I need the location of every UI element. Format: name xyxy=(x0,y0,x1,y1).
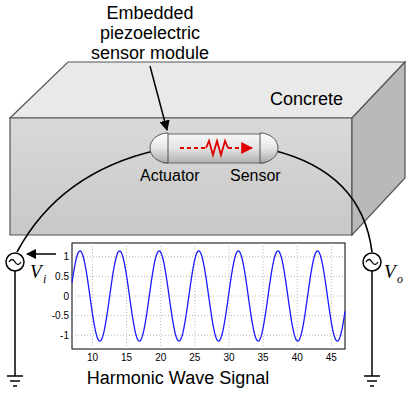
plot-title: Harmonic Wave Signal xyxy=(87,369,269,389)
top-face xyxy=(10,62,405,118)
module-label: Embedded piezoelectric sensor module xyxy=(75,4,225,63)
sensor-module xyxy=(150,133,278,163)
part-label: Actuator xyxy=(140,167,200,185)
block-label: Concrete xyxy=(270,90,343,110)
tick-label: 40 xyxy=(292,352,303,363)
tick-label: -0.5 xyxy=(52,310,69,321)
tick-label: 35 xyxy=(258,352,269,363)
tick-label: 25 xyxy=(189,352,200,363)
tick-label: 10 xyxy=(87,352,98,363)
signal-name: V xyxy=(384,262,396,283)
tick-label: 1 xyxy=(63,251,69,262)
tick-label: 45 xyxy=(326,352,337,363)
signal-subscript: o xyxy=(397,273,403,286)
part-label: Sensor xyxy=(230,167,281,185)
concrete-block: Concrete xyxy=(8,60,408,238)
output-source xyxy=(363,253,381,376)
side-face xyxy=(352,62,405,235)
leader-line xyxy=(150,66,167,130)
tick-label: 0 xyxy=(63,291,69,302)
tick-label: 0.5 xyxy=(55,271,69,282)
actuator-wire xyxy=(17,150,158,252)
ground-symbol xyxy=(7,376,23,386)
signal-subscript: i xyxy=(43,273,46,286)
signal-name: V xyxy=(30,262,42,283)
tick-label: 30 xyxy=(223,352,234,363)
sine-wave xyxy=(72,251,345,341)
front-face xyxy=(10,118,352,235)
sensor-cap xyxy=(260,133,278,163)
actuator-cap xyxy=(150,133,168,163)
sensor-wire xyxy=(272,150,372,252)
wave-plot xyxy=(72,243,345,349)
ground-symbol xyxy=(364,376,380,386)
input-arrow xyxy=(27,253,56,255)
tick-label: 20 xyxy=(155,352,166,363)
tick-label: -1 xyxy=(60,330,69,341)
input-source xyxy=(6,253,24,376)
illustration xyxy=(8,60,408,238)
tick-label: 15 xyxy=(121,352,132,363)
